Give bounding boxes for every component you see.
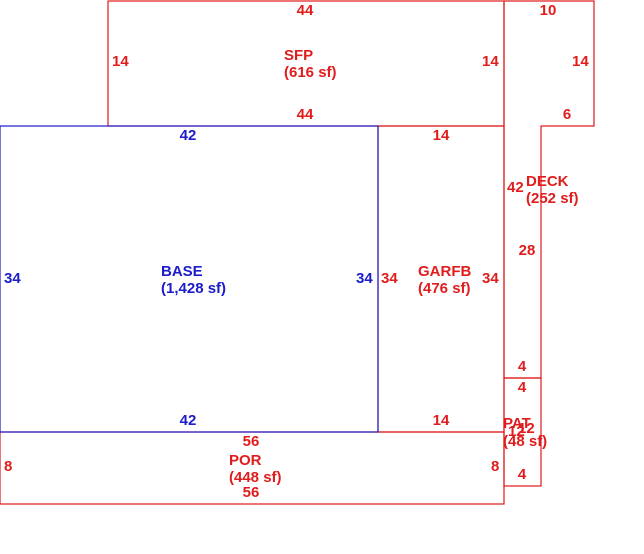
pat-area-name: PAT (503, 415, 531, 432)
garfb-area-size: (476 sf) (418, 280, 471, 297)
garfb-area-name: GARFB (418, 263, 471, 280)
pat-left-dim: 12 (508, 423, 525, 440)
deck-step-dim: 6 (563, 106, 571, 123)
sfp-right-dim: 14 (482, 53, 499, 70)
deck-left-dim: 42 (507, 179, 524, 196)
deck-bottom-dim: 4 (518, 358, 527, 375)
pat-top-dim: 4 (518, 379, 527, 396)
por-area-size: (448 sf) (229, 469, 282, 486)
sfp-area-size: (616 sf) (284, 64, 337, 81)
garfb-left-dim: 34 (381, 270, 398, 287)
base-area-name: BASE (161, 263, 203, 280)
por-left-dim: 8 (4, 458, 12, 475)
base-outline (0, 125, 379, 433)
garfb-right-dim: 34 (482, 270, 499, 287)
base-bottom-dim: 42 (180, 412, 197, 429)
deck-right-lower-dim: 28 (519, 242, 536, 259)
pat-bottom-dim: 4 (518, 466, 527, 483)
garfb-top-dim: 14 (433, 127, 450, 144)
deck-area-size: (252 sf) (526, 190, 579, 207)
por-area-name: POR (229, 452, 262, 469)
por-bottom-dim: 56 (243, 484, 260, 501)
deck-right-upper-dim: 14 (572, 53, 589, 70)
sfp-bottom-dim: 44 (297, 106, 314, 123)
pat-right-dim: 12 (518, 420, 535, 437)
base-top-dim: 42 (180, 127, 197, 144)
base-right-dim: 34 (356, 270, 373, 287)
sfp-top-dim: 44 (297, 2, 314, 19)
sfp-left-dim: 14 (112, 53, 129, 70)
base-area-size: (1,428 sf) (161, 280, 226, 297)
pat-area-size: (48 sf) (503, 433, 547, 450)
deck-top-dim: 10 (540, 2, 557, 19)
por-top-dim: 56 (243, 433, 260, 450)
deck-area-name: DECK (526, 173, 569, 190)
garfb-bottom-dim: 14 (433, 412, 450, 429)
por-right-dim: 8 (491, 458, 499, 475)
base-left-dim: 34 (4, 270, 21, 287)
sfp-area-name: SFP (284, 47, 313, 64)
